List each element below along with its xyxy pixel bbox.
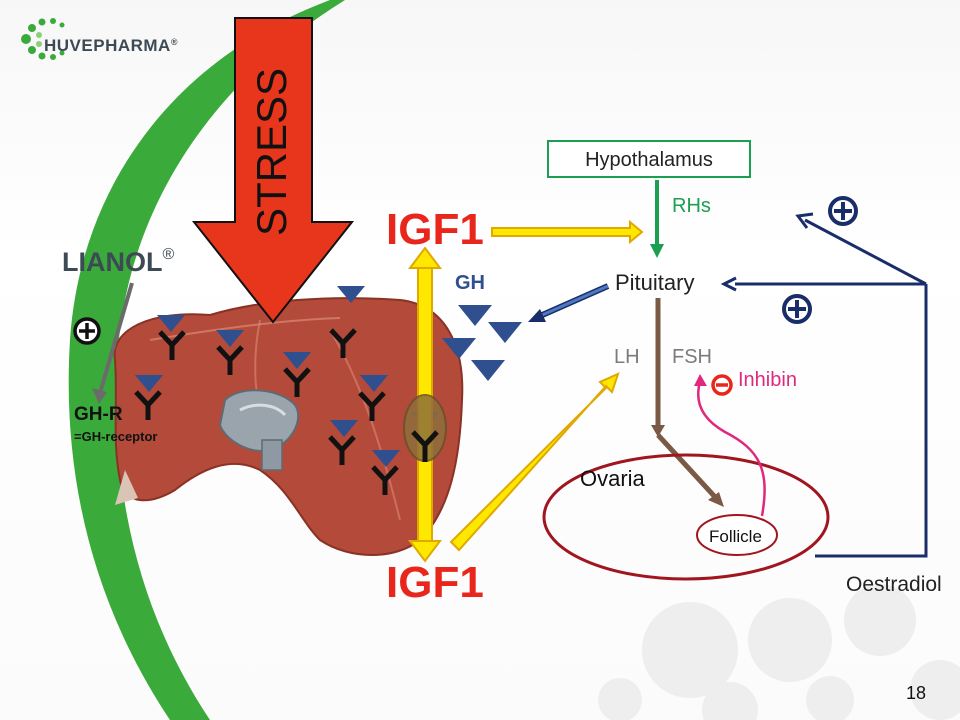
gh-triangles: [442, 305, 522, 381]
product-label: LIANOL®: [62, 246, 175, 277]
pituitary-to-ovaria-arrow: [651, 298, 724, 507]
igf1-vertical-arrow: [403, 246, 447, 563]
background-pattern: [598, 584, 960, 720]
oestradiol-feedback-arrow: [735, 218, 928, 558]
igf1-to-ovaria-arrow: [449, 372, 620, 552]
igf1-bottom-label: IGF1: [386, 558, 484, 607]
green-arc: [68, 0, 346, 720]
follicle-label: Follicle: [709, 527, 762, 546]
rhs-arrow: [650, 180, 664, 258]
lianol-arrow: [92, 282, 134, 404]
plus-circle-icon: [782, 294, 812, 324]
minus-circle-icon: [711, 374, 733, 396]
plus-circle-icon: [828, 196, 858, 226]
pituitary-label: Pituitary: [615, 270, 695, 295]
gh-receptors: [134, 328, 399, 495]
rhs-label: RHs: [672, 195, 711, 217]
gh-label: GH: [455, 272, 485, 294]
inhibin-arrow: [694, 374, 766, 517]
pituitary-to-gh-arrow: [528, 283, 610, 322]
inhibin-label: Inhibin: [738, 369, 797, 391]
hypothalamus-arrowhead: [795, 212, 814, 229]
brand-name: HUVEPHARMA®: [44, 36, 178, 55]
pituitary-arrowhead: [720, 276, 737, 292]
fsh-label: FSH: [672, 346, 712, 368]
plus-circle-icon: [73, 317, 101, 345]
ovaria-label: Ovaria: [580, 466, 645, 491]
igf1-top-label: IGF1: [386, 205, 484, 254]
stress-label: STRESS: [248, 67, 295, 236]
igf1-to-hypothalamus-arrow: [491, 219, 644, 245]
ovaria-outline: [542, 453, 830, 581]
gh-r-label: GH-R: [74, 404, 123, 425]
stress-arrow: [191, 17, 355, 324]
follicle-outline: [696, 514, 778, 556]
oestradiol-label: Oestradiol: [846, 573, 942, 596]
hypothalamus-box: Hypothalamus: [547, 140, 751, 178]
gh-r-description: =GH-receptor: [74, 429, 158, 444]
lh-label: LH: [614, 346, 640, 368]
page-number: 18: [906, 683, 927, 703]
huvepharma-logo-icon: [21, 18, 65, 60]
